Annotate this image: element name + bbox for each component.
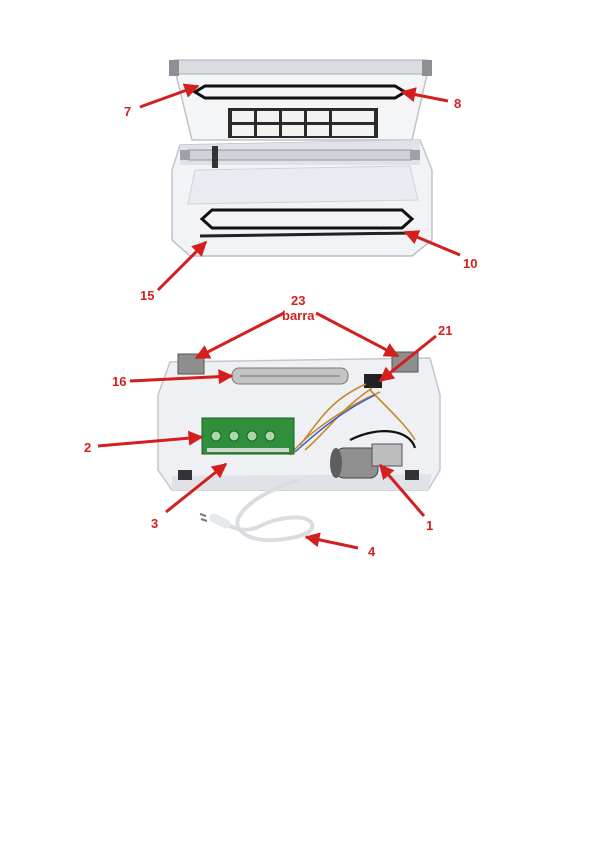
callout-10: 10 (463, 256, 477, 271)
seal-rail (185, 149, 415, 161)
lower-gasket (199, 208, 415, 230)
rail-clip (212, 146, 218, 168)
leader-8 (400, 87, 449, 103)
leader-23-left (194, 311, 285, 360)
leader-16 (129, 369, 234, 385)
leader-23-right (315, 311, 400, 358)
leader-7 (139, 83, 200, 109)
hinge-bracket-left (177, 353, 205, 375)
sealer-open-illustration (169, 59, 433, 257)
instruction-labels (228, 108, 378, 138)
hinge-right (422, 60, 432, 76)
callout-23: 23 (291, 293, 305, 308)
callout-barra: barra (282, 308, 315, 323)
callout-1: 1 (426, 518, 433, 533)
callout-labels: 7 8 10 15 23 barra 21 16 2 3 1 4 (84, 96, 477, 559)
callout-15: 15 (140, 288, 154, 303)
sealer-internals-illustration (157, 351, 441, 543)
leader-1 (378, 463, 426, 517)
leader-3 (165, 462, 228, 514)
callout-4: 4 (368, 544, 376, 559)
lid-top-rail (171, 59, 431, 75)
callout-8: 8 (454, 96, 461, 111)
callout-3: 3 (151, 516, 158, 531)
leader-4 (304, 532, 359, 550)
callout-21: 21 (438, 323, 452, 338)
callout-7: 7 (124, 104, 131, 119)
callout-2: 2 (84, 440, 91, 455)
callout-16: 16 (112, 374, 126, 389)
leader-21 (378, 334, 437, 383)
power-cord (224, 478, 315, 543)
leader-15 (156, 240, 208, 292)
leader-10 (403, 230, 461, 257)
hinge-left (169, 60, 179, 76)
micro-switch (364, 374, 382, 388)
leader-2 (97, 430, 204, 448)
callout-lines (97, 83, 461, 550)
